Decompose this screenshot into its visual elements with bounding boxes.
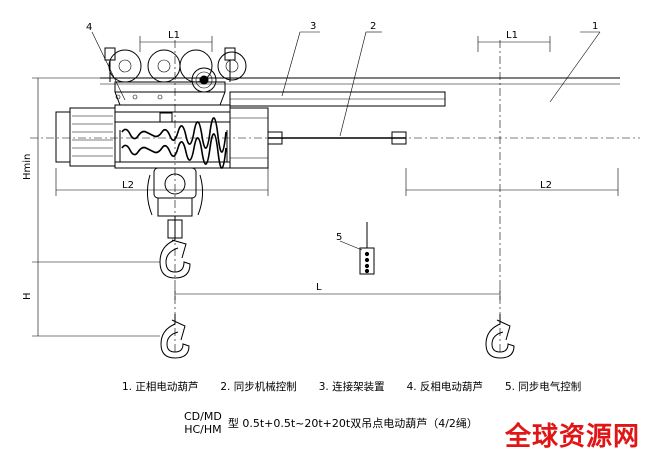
legend: 1. 正相电动葫芦 2. 同步机械控制 3. 连接架装置 4. 反相电动葫芦 5… xyxy=(122,379,592,394)
dim-l: L xyxy=(316,282,322,293)
callout-5: 5 xyxy=(336,232,342,243)
dim-l1-right: L1 xyxy=(506,30,518,41)
left-hoist xyxy=(55,47,269,279)
dim-l2-right: L2 xyxy=(540,180,552,191)
dim-l1-left: L1 xyxy=(168,30,180,41)
drawing-title: CD/MD HC/HM 型 0.5t+0.5t~20t+20t双吊点电动葫芦（4… xyxy=(184,410,478,436)
dim-h: H xyxy=(22,292,33,300)
dim-hmin: Hmin xyxy=(22,154,33,180)
model-top: CD/MD xyxy=(184,410,222,423)
title-text: 型 0.5t+0.5t~20t+20t双吊点电动葫芦（4/2绳） xyxy=(227,417,478,430)
callout-3: 3 xyxy=(310,21,316,32)
callout-2: 2 xyxy=(370,21,376,32)
callout-4: 4 xyxy=(86,22,92,33)
model-codes: CD/MD HC/HM xyxy=(184,410,222,436)
dim-l2-left: L2 xyxy=(122,180,134,191)
watermark: 全球资源网 xyxy=(504,422,640,452)
legend-item: 2. 同步机械控制 xyxy=(220,381,297,393)
legend-item: 1. 正相电动葫芦 xyxy=(122,381,199,393)
legend-item: 5. 同步电气控制 xyxy=(504,381,582,393)
legend-item: 3. 连接架装置 xyxy=(318,381,385,393)
callout-1: 1 xyxy=(592,21,598,32)
model-bottom: HC/HM xyxy=(184,423,222,436)
legend-item: 4. 反相电动葫芦 xyxy=(406,381,483,393)
